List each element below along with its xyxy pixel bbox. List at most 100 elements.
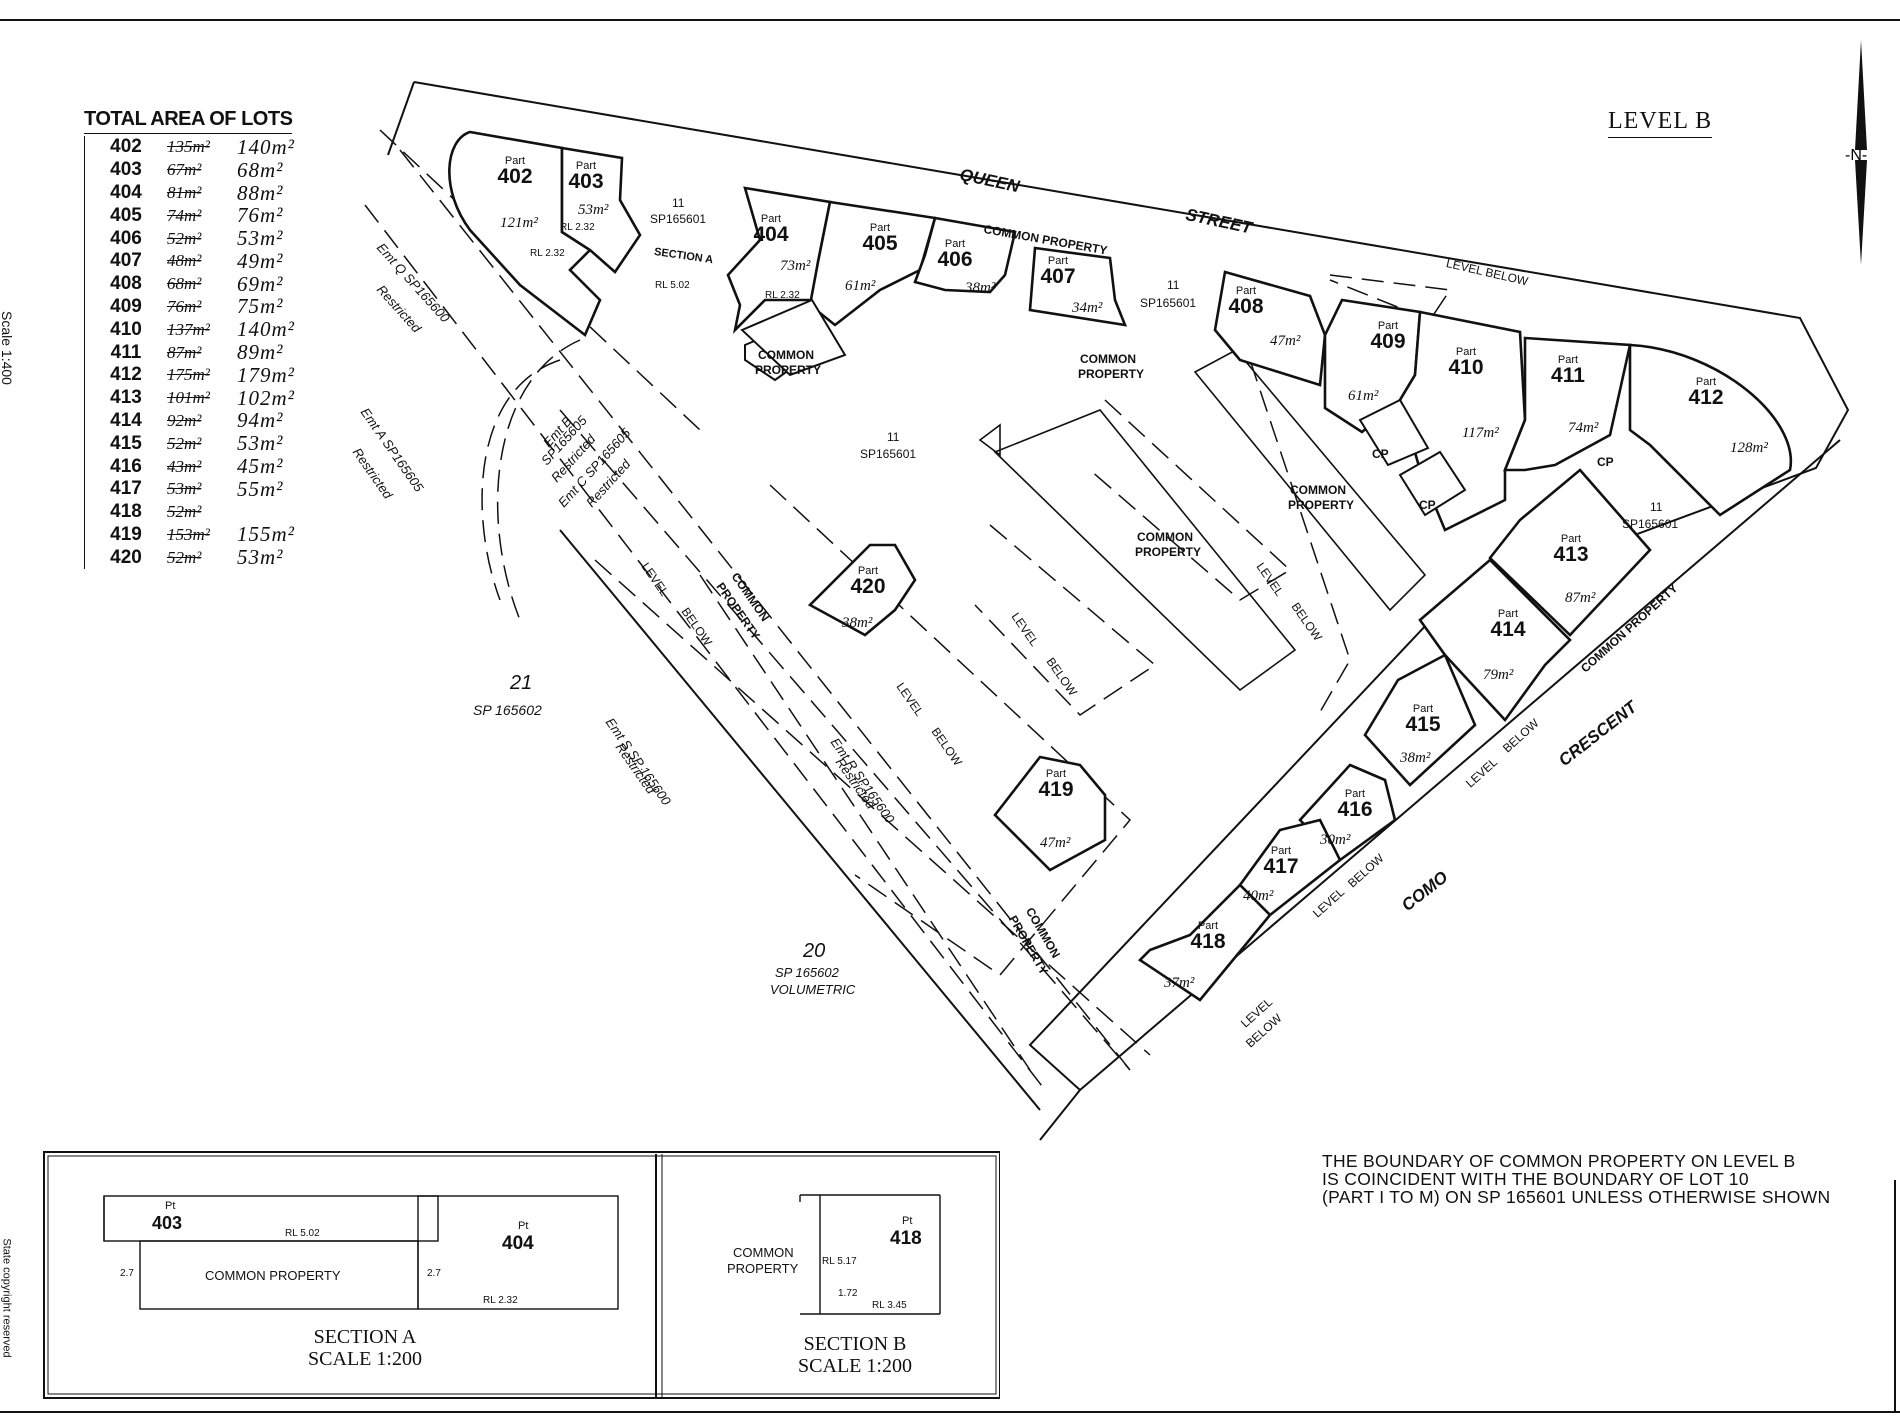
area-rev: 75m² bbox=[237, 294, 284, 319]
lot-area: 30m² bbox=[1320, 832, 1351, 848]
cp-center-1: COMMON bbox=[1137, 530, 1193, 544]
cp-small-3: CP bbox=[1597, 455, 1614, 469]
sb-pt: Pt bbox=[902, 1215, 913, 1227]
area-rev: 69m² bbox=[237, 271, 284, 296]
boundary-note: THE BOUNDARY OF COMMON PROPERTY ON LEVEL… bbox=[1322, 1152, 1830, 1206]
area-rev: 179m² bbox=[237, 362, 295, 387]
lot-area: 37m² bbox=[1164, 975, 1195, 991]
lot-polygons bbox=[448, 130, 1793, 1002]
area-lot: 405 bbox=[110, 204, 142, 226]
sa-dim1: 2.7 bbox=[120, 1268, 134, 1279]
area-lot: 414 bbox=[110, 409, 142, 431]
lot-part-text: Part bbox=[1497, 608, 1519, 620]
area-lot: 416 bbox=[110, 455, 142, 477]
sp165601-d: SP165601 bbox=[1622, 517, 1679, 531]
lot-419-boundary bbox=[993, 755, 1107, 872]
lot-area: 38m² bbox=[1400, 750, 1431, 766]
area-orig: 52m² bbox=[167, 547, 202, 567]
lot-414-boundary bbox=[1418, 558, 1572, 723]
lot-part-text: Part bbox=[857, 565, 879, 577]
lot-area: 53m² bbox=[578, 202, 609, 218]
area-lot: 408 bbox=[110, 273, 142, 295]
cp-small-2: CP bbox=[1419, 498, 1436, 512]
area-orig: 135m² bbox=[167, 137, 210, 157]
section-a-scale: SCALE 1:200 bbox=[308, 1348, 422, 1370]
lot11-a: 11 bbox=[672, 196, 685, 210]
area-orig: 43m² bbox=[167, 456, 202, 476]
lot11-d: 11 bbox=[1650, 500, 1663, 514]
area-orig: 74m² bbox=[167, 205, 202, 225]
area-rev: 140m² bbox=[237, 317, 295, 342]
lot-area: 38m² bbox=[965, 280, 996, 296]
section-b-caption: SECTION B SCALE 1:200 bbox=[740, 1333, 970, 1377]
lot-area: 117m² bbox=[1462, 425, 1499, 441]
lot-part-text: Part bbox=[944, 238, 966, 250]
lot-number: 411 bbox=[1551, 364, 1585, 387]
area-lot: 413 bbox=[110, 387, 142, 409]
area-lot: 412 bbox=[110, 364, 142, 386]
lot-number: 413 bbox=[1553, 543, 1589, 566]
sp165601-c: SP165601 bbox=[860, 447, 917, 461]
sa-rl232: RL 2.32 bbox=[483, 1295, 518, 1306]
lot-number: 416 bbox=[1337, 798, 1373, 821]
sa-rl502: RL 5.02 bbox=[285, 1228, 320, 1239]
cp-407-1: COMMON bbox=[1080, 352, 1136, 366]
area-orig: 81m² bbox=[167, 182, 202, 202]
lot-403-boundary bbox=[560, 146, 642, 274]
lot-405-boundary bbox=[808, 200, 937, 327]
lot-part-text: Part bbox=[504, 155, 526, 167]
lot-420-boundary bbox=[807, 543, 917, 637]
sb-property: PROPERTY bbox=[727, 1261, 799, 1276]
section-a-drawing bbox=[103, 1195, 619, 1310]
cp-diamond-1: COMMON bbox=[758, 348, 814, 362]
lot-number: 405 bbox=[862, 232, 898, 255]
area-rev: 53m² bbox=[237, 431, 284, 456]
lot-part-text: Part bbox=[1557, 354, 1579, 366]
cp-mid-1: COMMON bbox=[1290, 483, 1346, 497]
section-b-title: SECTION B bbox=[803, 1333, 907, 1355]
lot-part-text: Part bbox=[1047, 255, 1069, 267]
lot-area: 128m² bbox=[1730, 440, 1768, 456]
sa-403: 403 bbox=[152, 1213, 183, 1233]
lot11-b: 11 bbox=[1167, 278, 1180, 292]
lot-20: 20 bbox=[803, 940, 826, 962]
area-lot: 418 bbox=[110, 501, 142, 523]
area-rev: 140m² bbox=[237, 134, 295, 159]
area-lot: 409 bbox=[110, 295, 142, 317]
lot-area: 47m² bbox=[1270, 333, 1301, 349]
lot-part-text: Part bbox=[760, 213, 782, 225]
area-lot: 417 bbox=[110, 478, 142, 500]
lot-part-text: Part bbox=[1412, 703, 1434, 715]
sb-418: 418 bbox=[890, 1228, 922, 1249]
sa-pt1: Pt bbox=[165, 1200, 176, 1212]
lot-area: 40m² bbox=[1243, 888, 1274, 904]
note-line-1: THE BOUNDARY OF COMMON PROPERTY ON LEVEL… bbox=[1322, 1151, 1796, 1171]
lot-number: 406 bbox=[937, 248, 973, 271]
dashed-boundaries bbox=[364, 129, 1452, 1091]
lot-number: 419 bbox=[1038, 778, 1074, 801]
cp-diamond-2: PROPERTY bbox=[755, 363, 822, 377]
area-rev: 89m² bbox=[237, 340, 284, 365]
lot-415-boundary bbox=[1363, 653, 1477, 787]
lot-number: 409 bbox=[1370, 330, 1406, 353]
area-orig: 53m² bbox=[167, 479, 202, 499]
